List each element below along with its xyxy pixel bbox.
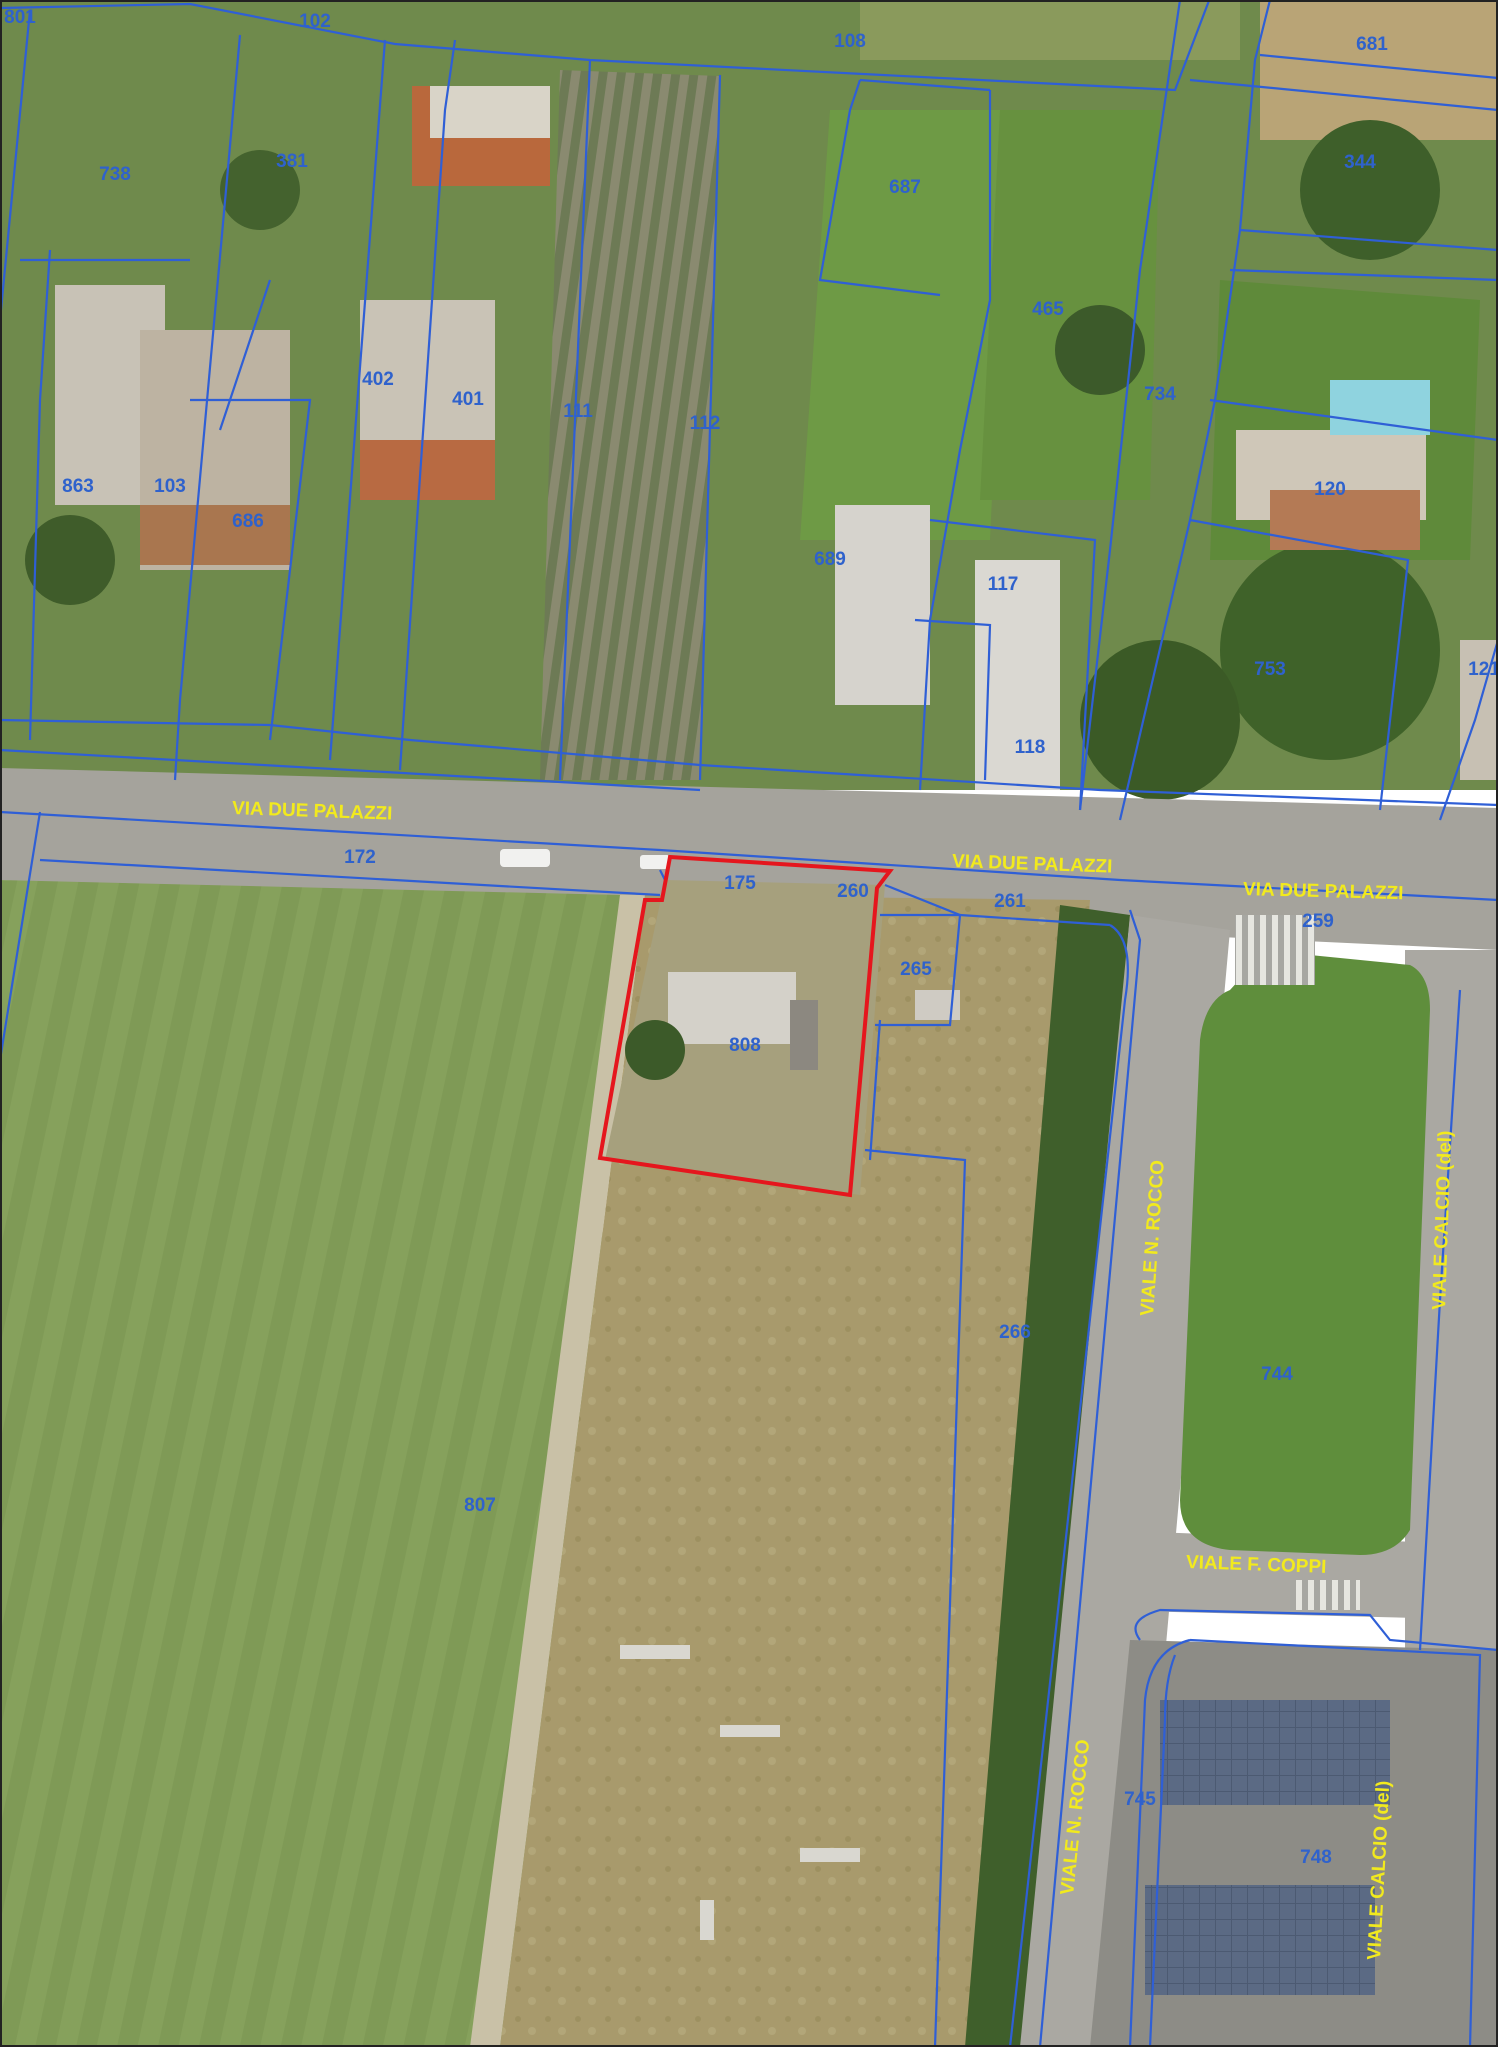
parcel-number: 118 (1015, 737, 1046, 758)
field-object (720, 1725, 780, 1737)
parcel-number: 686 (232, 511, 264, 532)
tree (1055, 305, 1145, 395)
crosswalk (1235, 915, 1315, 985)
parcel-number: 808 (729, 1035, 761, 1056)
parcel-number: 172 (344, 847, 376, 868)
parcel-number: 753 (1254, 659, 1286, 680)
parcel-number: 381 (276, 151, 308, 172)
parcel-number: 465 (1032, 299, 1064, 320)
tree-row (965, 905, 1130, 2047)
vehicle (640, 855, 670, 869)
swimming-pool (1330, 380, 1430, 435)
tree-cluster (1080, 640, 1240, 800)
road-viale-f-coppi (1090, 1530, 1498, 1620)
road-viale-n-rocco (1020, 915, 1230, 2047)
house-689 (835, 505, 930, 705)
parcel-number: 103 (154, 476, 186, 497)
house-808-annex (790, 1000, 818, 1070)
parcel-number: 108 (834, 31, 866, 52)
tree-cluster (1300, 120, 1440, 260)
parcel-number: 344 (1344, 152, 1376, 173)
lawn-465 (980, 110, 1160, 500)
solar-carport (1160, 1700, 1390, 1805)
tree (25, 515, 115, 605)
street-label-viale-f-coppi: VIALE F. COPPI (1186, 1552, 1327, 1578)
street-names: VIA DUE PALAZZI VIA DUE PALAZZI VIA DUE … (232, 798, 1457, 1961)
vehicle (500, 849, 550, 867)
road-via-due-palazzi (0, 768, 1498, 950)
parcel-number: 744 (1261, 1364, 1293, 1385)
allotment-gardens (540, 70, 720, 780)
parcel-number: 111 (563, 401, 593, 422)
parcel-number: 738 (99, 164, 131, 185)
field-object (700, 1900, 714, 1940)
highlighted-parcel-808[interactable] (597, 854, 894, 1198)
tree (625, 1020, 685, 1080)
tree-cluster (1220, 540, 1440, 760)
field-807 (0, 880, 620, 2047)
house-roof (360, 440, 495, 500)
field-object (800, 1848, 860, 1862)
parcel-number: 687 (889, 177, 921, 198)
parcel-number: 266 (999, 1322, 1031, 1343)
parcel-number: 261 (994, 891, 1026, 912)
parcel-number: 863 (62, 476, 94, 497)
crosswalk (1290, 1580, 1360, 1610)
field-object (620, 1645, 690, 1659)
parcel-number: 112 (690, 413, 721, 434)
parcel-number: 801 (4, 7, 36, 28)
parcel-number: 259 (1302, 911, 1334, 932)
parcel-number: 807 (464, 1495, 496, 1516)
parcel-numbers: 801 102 108 681 738 381 687 344 402 401 … (4, 7, 1498, 1868)
lawn-687 (800, 110, 1010, 540)
parcel-number: 102 (299, 11, 331, 32)
northeast-field (1260, 0, 1498, 140)
field-266 (500, 895, 1090, 2047)
house-808 (668, 972, 796, 1044)
parcel-number: 260 (837, 881, 869, 902)
parcel-number: 175 (724, 873, 756, 894)
parcel-number: 120 (1314, 479, 1346, 500)
parcel-number: 748 (1300, 1847, 1332, 1868)
house-roof (430, 86, 550, 138)
north-field-strip (860, 0, 1240, 60)
dirt-path (470, 895, 645, 2047)
house-roof (140, 505, 290, 565)
street-label-via-due-palazzi: VIA DUE PALAZZI (1243, 879, 1404, 904)
parcel-number: 689 (814, 549, 846, 570)
parcel-number: 265 (900, 959, 932, 980)
parcel-number: 681 (1356, 34, 1388, 55)
parcel-number: 401 (452, 389, 484, 410)
green-median-744 (1180, 955, 1430, 1555)
parcel-number: 121 (1468, 659, 1498, 680)
tree (220, 150, 300, 230)
parcel-number: 734 (1144, 384, 1176, 405)
parcel-number: 745 (1124, 1789, 1156, 1810)
parcel-number: 402 (362, 369, 394, 390)
parcel-number: 117 (988, 574, 1019, 595)
solar-carport (1145, 1885, 1375, 1995)
